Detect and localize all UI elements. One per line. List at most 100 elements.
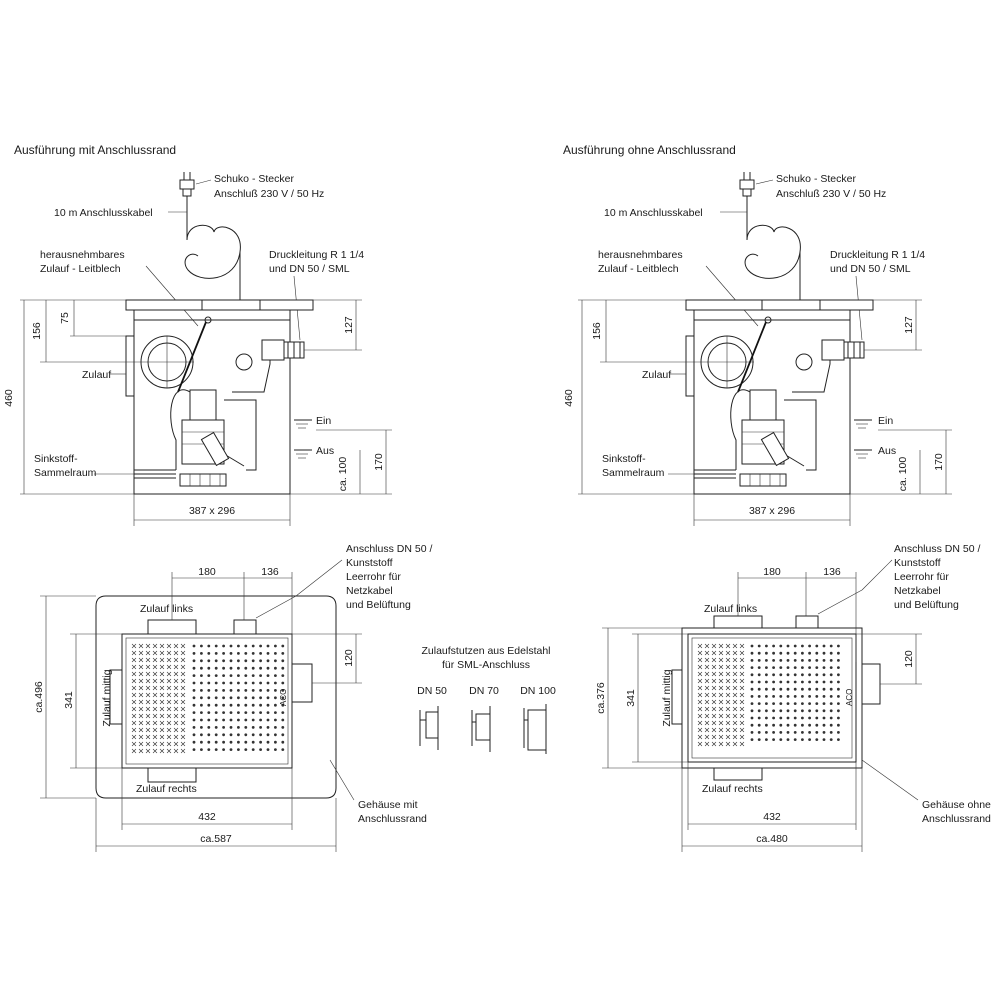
left-plug-icon — [179, 172, 195, 240]
right-housing — [693, 310, 851, 495]
center-title-2: für SML-Anschluss — [442, 659, 530, 671]
left-inlet-right-stub — [147, 767, 197, 783]
right-cable-loop — [744, 224, 801, 279]
right-sediment-label-1: Sinkstoff- — [602, 453, 646, 465]
left-dim-base: 387 x 296 — [189, 505, 235, 517]
left-dim-120: 120 — [343, 649, 355, 667]
left-dim-ca100: ca. 100 — [337, 457, 349, 492]
right-grate-dot-pattern — [750, 644, 840, 741]
right-dim-base: 387 x 296 — [749, 505, 795, 517]
left-inlet-right-label: Zulauf rechts — [136, 783, 197, 795]
right-inlet-middle-label: Zulauf mittig — [661, 669, 673, 726]
left-baffle-label-1: herausnehmbares — [40, 249, 125, 261]
left-cable-loop — [184, 224, 241, 279]
left-pump — [189, 389, 217, 421]
right-outer-rim — [681, 627, 863, 769]
left-housing-label-2: Anschlussrand — [358, 813, 427, 825]
right-inlet-left-stub — [713, 615, 763, 629]
right-plug-label-2: Anschluß 230 V / 50 Hz — [776, 188, 886, 200]
right-plug-label-1: Schuko - Stecker — [776, 173, 856, 185]
left-inlet-label: Zulauf — [82, 369, 111, 381]
right-top-rim — [685, 299, 874, 311]
left-off-label: Aus — [316, 445, 334, 457]
right-dim-total-width: ca.480 — [756, 833, 788, 845]
left-dim-432: 432 — [198, 811, 216, 823]
right-on-label: Ein — [878, 415, 893, 427]
right-baffle-label-2: Zulauf - Leitblech — [598, 263, 679, 275]
right-pressure-label-1: Druckleitung R 1 1/4 — [830, 249, 925, 261]
right-dim-156: 156 — [591, 322, 603, 340]
right-title: Ausführung ohne Anschlussrand — [563, 143, 736, 157]
left-dim-460: 460 — [3, 389, 15, 407]
left-top-rim — [125, 299, 314, 311]
left-inlet-middle-stub — [109, 669, 123, 725]
dn50-stub-icon — [419, 706, 439, 750]
right-top-view: Zulauf links Zulauf mittig Zulauf rechts… — [595, 543, 991, 852]
center-dn50-label: DN 50 — [417, 685, 447, 697]
right-inlet-label: Zulauf — [642, 369, 671, 381]
left-conduit-label-2: Netzkabel — [346, 585, 393, 597]
left-grate — [121, 633, 293, 769]
right-off-label: Aus — [878, 445, 896, 457]
left-dim-total-height: ca.496 — [33, 681, 45, 713]
left-inlet-left-stub — [147, 619, 197, 635]
right-cable-label: 10 m Anschlusskabel — [604, 207, 703, 219]
right-dim-120: 120 — [903, 650, 915, 668]
center-title-1: Zulaufstutzen aus Edelstahl — [422, 645, 551, 657]
right-grate — [687, 633, 857, 763]
right-dim-127: 127 — [903, 316, 915, 334]
left-dim-156: 156 — [31, 322, 43, 340]
right-pressure-label-2: und DN 50 / SML — [830, 263, 911, 275]
right-dim-ca100: ca. 100 — [897, 457, 909, 492]
left-grate-cross-pattern — [131, 643, 186, 754]
right-sediment-label-2: Sammelraum — [602, 467, 665, 479]
left-dim-75: 75 — [59, 312, 71, 324]
left-inlet-middle-label: Zulauf mittig — [101, 669, 113, 726]
right-pressure-stub — [861, 663, 881, 705]
left-title: Ausführung mit Anschlussrand — [14, 143, 176, 157]
left-dim-total-width: ca.587 — [200, 833, 232, 845]
right-grate-cross-pattern — [697, 643, 745, 747]
right-inlet-left-label: Zulauf links — [704, 603, 757, 615]
right-conduit-label-1: Leerrohr für — [894, 571, 949, 583]
left-sediment-label-2: Sammelraum — [34, 467, 97, 479]
left-baffle-label-2: Zulauf - Leitblech — [40, 263, 121, 275]
right-dim-341: 341 — [625, 689, 637, 707]
left-dim-170: 170 — [373, 453, 385, 471]
right-side-view: Ausführung ohne Anschlussrand Schuko - S… — [563, 143, 952, 526]
right-aco-mark: ACO — [845, 689, 854, 706]
right-pump — [749, 389, 777, 421]
left-plug-label-1: Schuko - Stecker — [214, 173, 294, 185]
right-inlet-middle-stub — [671, 669, 683, 725]
left-dim-136: 136 — [261, 566, 279, 578]
right-dim-180: 180 — [763, 566, 781, 578]
left-top-view: Zulauf links Zulauf mittig Zulauf rechts… — [33, 543, 432, 852]
left-dim-127: 127 — [343, 316, 355, 334]
dn70-stub-icon — [471, 706, 491, 752]
right-inlet-right-stub — [713, 767, 763, 781]
right-dim-460: 460 — [563, 389, 575, 407]
center-dn100-label: DN 100 — [520, 685, 556, 697]
left-conn-label-1: Anschluss DN 50 / — [346, 543, 432, 555]
right-housing-label-2: Anschlussrand — [922, 813, 991, 825]
right-housing-label-1: Gehäuse ohne — [922, 799, 991, 811]
left-pressure-label-1: Druckleitung R 1 1/4 — [269, 249, 364, 261]
left-conn-label-2: Kunststoff — [346, 557, 393, 569]
right-dim-432: 432 — [763, 811, 781, 823]
left-inlet-left-label: Zulauf links — [140, 603, 193, 615]
left-cable-label: 10 m Anschlusskabel — [54, 207, 153, 219]
left-outer-rim — [95, 595, 337, 799]
dn100-stub-icon — [523, 704, 547, 754]
right-dim-total-height: ca.376 — [595, 682, 607, 714]
left-housing-label-1: Gehäuse mit — [358, 799, 418, 811]
right-dim-136: 136 — [823, 566, 841, 578]
left-plug-label-2: Anschluß 230 V / 50 Hz — [214, 188, 324, 200]
right-conduit-label-3: und Belüftung — [894, 599, 959, 611]
left-housing — [133, 310, 291, 495]
left-pressure-stub — [291, 663, 313, 703]
left-side-view: Ausführung mit Anschlussrand Schuko - St… — [3, 143, 392, 526]
center-inlet-stubs: Zulaufstutzen aus Edelstahl für SML-Ansc… — [417, 645, 556, 754]
right-baffle — [737, 321, 767, 393]
right-conduit-stub — [795, 615, 819, 629]
